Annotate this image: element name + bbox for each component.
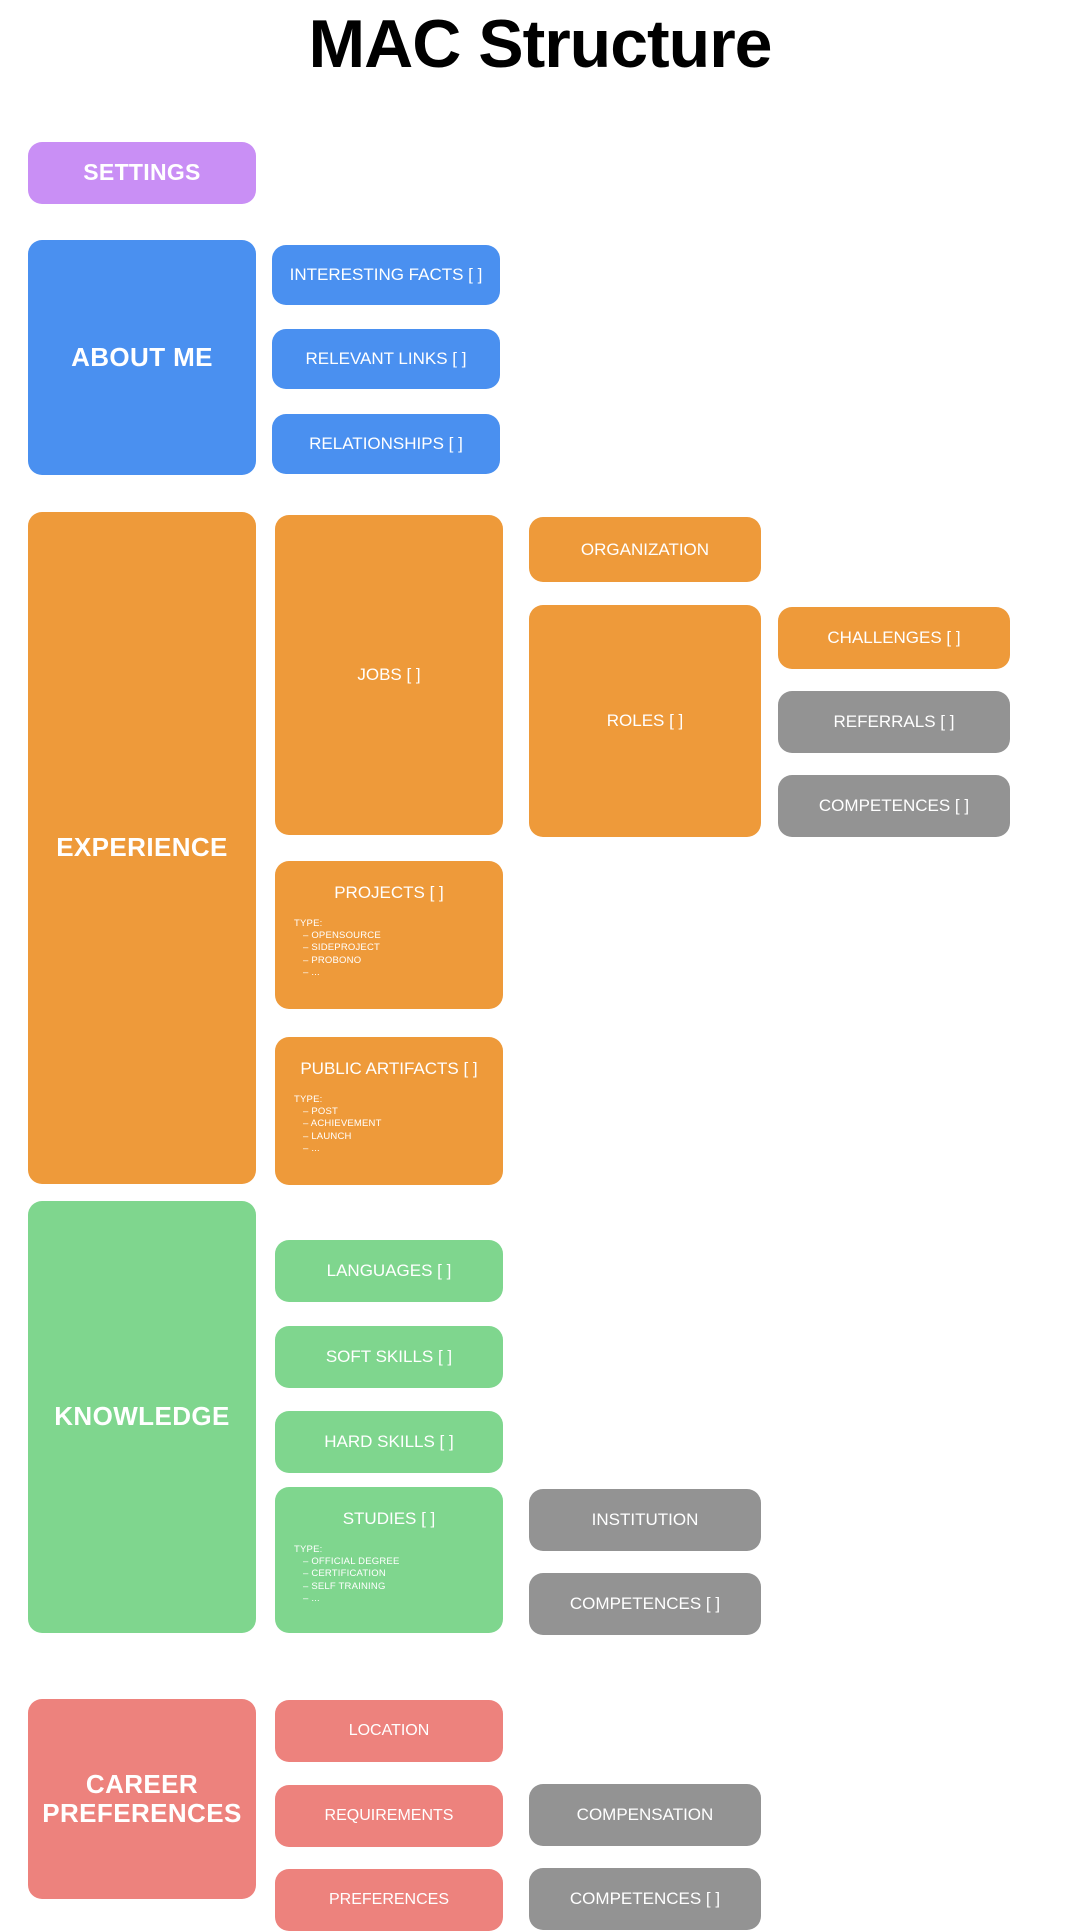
node-preferences-label: PREFERENCES (328, 1891, 450, 1909)
projects-type-item: – SIDEPROJECT (303, 942, 381, 954)
node-languages-label: LANGUAGES [ ] (326, 1261, 452, 1281)
studies-type-heading: TYPE: (294, 1544, 323, 1556)
public-artifacts-type-list: TYPE: – POST – ACHIEVEMENT – LAUNCH – ..… (275, 1094, 503, 1155)
node-roles-label: ROLES [ ] (606, 711, 684, 731)
node-compensation[interactable]: COMPENSATION (529, 1784, 761, 1846)
public-artifacts-type-heading: TYPE: (294, 1094, 323, 1106)
node-knowledge-competences-label: COMPETENCES [ ] (569, 1594, 721, 1614)
node-experience-label: EXPERIENCE (56, 832, 228, 863)
public-artifacts-type-item: – ... (303, 1142, 320, 1154)
studies-type-item: – OFFICIAL DEGREE (303, 1556, 400, 1568)
node-preferences[interactable]: PREFERENCES (275, 1869, 503, 1931)
node-public-artifacts[interactable]: PUBLIC ARTIFACTS [ ] TYPE: – POST – ACHI… (275, 1037, 503, 1185)
node-about-me[interactable]: ABOUT ME (28, 240, 256, 475)
node-jobs[interactable]: JOBS [ ] (275, 515, 503, 835)
node-location-label: LOCATION (348, 1722, 430, 1740)
node-hard-skills[interactable]: HARD SKILLS [ ] (275, 1411, 503, 1473)
projects-type-item: – ... (303, 966, 320, 978)
node-organization[interactable]: ORGANIZATION (529, 517, 761, 582)
page-title: MAC Structure (308, 6, 772, 82)
node-organization-label: ORGANIZATION (580, 539, 710, 559)
public-artifacts-type-item: – ACHIEVEMENT (303, 1118, 382, 1130)
node-languages[interactable]: LANGUAGES [ ] (275, 1240, 503, 1302)
node-jobs-label: JOBS [ ] (357, 665, 421, 685)
node-career-preferences[interactable]: CAREER PREFERENCES (28, 1699, 256, 1899)
node-referrals[interactable]: REFERRALS [ ] (778, 691, 1010, 753)
node-knowledge-competences[interactable]: COMPETENCES [ ] (529, 1573, 761, 1635)
projects-type-item: – OPENSOURCE (303, 930, 381, 942)
node-hard-skills-label: HARD SKILLS [ ] (324, 1432, 454, 1452)
node-public-artifacts-label: PUBLIC ARTIFACTS [ ] (300, 1059, 478, 1078)
node-projects-label: PROJECTS [ ] (334, 883, 444, 902)
node-soft-skills-label: SOFT SKILLS [ ] (325, 1347, 453, 1367)
node-experience-competences[interactable]: COMPETENCES [ ] (778, 775, 1010, 837)
studies-type-item: – ... (303, 1592, 320, 1604)
node-projects[interactable]: PROJECTS [ ] TYPE: – OPENSOURCE – SIDEPR… (275, 861, 503, 1009)
node-career-preferences-label-line2: PREFERENCES (42, 1798, 242, 1828)
studies-type-item: – CERTIFICATION (303, 1568, 386, 1580)
node-settings[interactable]: SETTINGS (28, 142, 256, 204)
node-challenges-label: CHALLENGES [ ] (827, 628, 961, 648)
node-relationships[interactable]: RELATIONSHIPS [ ] (272, 414, 500, 474)
node-experience-competences-label: COMPETENCES [ ] (818, 796, 970, 816)
node-referrals-label: REFERRALS [ ] (833, 712, 955, 732)
projects-type-item: – PROBONO (303, 954, 362, 966)
node-knowledge[interactable]: KNOWLEDGE (28, 1201, 256, 1633)
projects-type-heading: TYPE: (294, 918, 323, 930)
node-relevant-links-label: RELEVANT LINKS [ ] (305, 349, 467, 369)
node-relationships-label: RELATIONSHIPS [ ] (309, 434, 463, 454)
node-settings-label: SETTINGS (83, 159, 201, 186)
node-experience[interactable]: EXPERIENCE (28, 512, 256, 1184)
public-artifacts-type-item: – POST (303, 1106, 338, 1118)
node-roles[interactable]: ROLES [ ] (529, 605, 761, 837)
node-interesting-facts-label: INTERESTING FACTS [ ] (289, 265, 483, 285)
node-requirements-label: REQUIREMENTS (324, 1807, 454, 1825)
node-studies-label: STUDIES [ ] (342, 1509, 436, 1528)
node-about-me-label: ABOUT ME (71, 341, 213, 372)
studies-type-list: TYPE: – OFFICIAL DEGREE – CERTIFICATION … (275, 1544, 503, 1605)
node-knowledge-label: KNOWLEDGE (54, 1401, 230, 1432)
node-career-competences[interactable]: COMPETENCES [ ] (529, 1868, 761, 1930)
node-soft-skills[interactable]: SOFT SKILLS [ ] (275, 1326, 503, 1388)
node-institution-label: INSTITUTION (591, 1510, 699, 1530)
node-location[interactable]: LOCATION (275, 1700, 503, 1762)
node-career-preferences-label-line1: CAREER (85, 1768, 199, 1799)
node-relevant-links[interactable]: RELEVANT LINKS [ ] (272, 329, 500, 389)
node-career-competences-label: COMPETENCES [ ] (569, 1889, 721, 1909)
node-compensation-label: COMPENSATION (576, 1805, 714, 1825)
node-requirements[interactable]: REQUIREMENTS (275, 1785, 503, 1847)
public-artifacts-type-item: – LAUNCH (303, 1130, 352, 1142)
node-institution[interactable]: INSTITUTION (529, 1489, 761, 1551)
studies-type-item: – SELF TRAINING (303, 1580, 386, 1592)
projects-type-list: TYPE: – OPENSOURCE – SIDEPROJECT – PROBO… (275, 918, 503, 979)
node-studies[interactable]: STUDIES [ ] TYPE: – OFFICIAL DEGREE – CE… (275, 1487, 503, 1633)
node-interesting-facts[interactable]: INTERESTING FACTS [ ] (272, 245, 500, 305)
node-challenges[interactable]: CHALLENGES [ ] (778, 607, 1010, 669)
